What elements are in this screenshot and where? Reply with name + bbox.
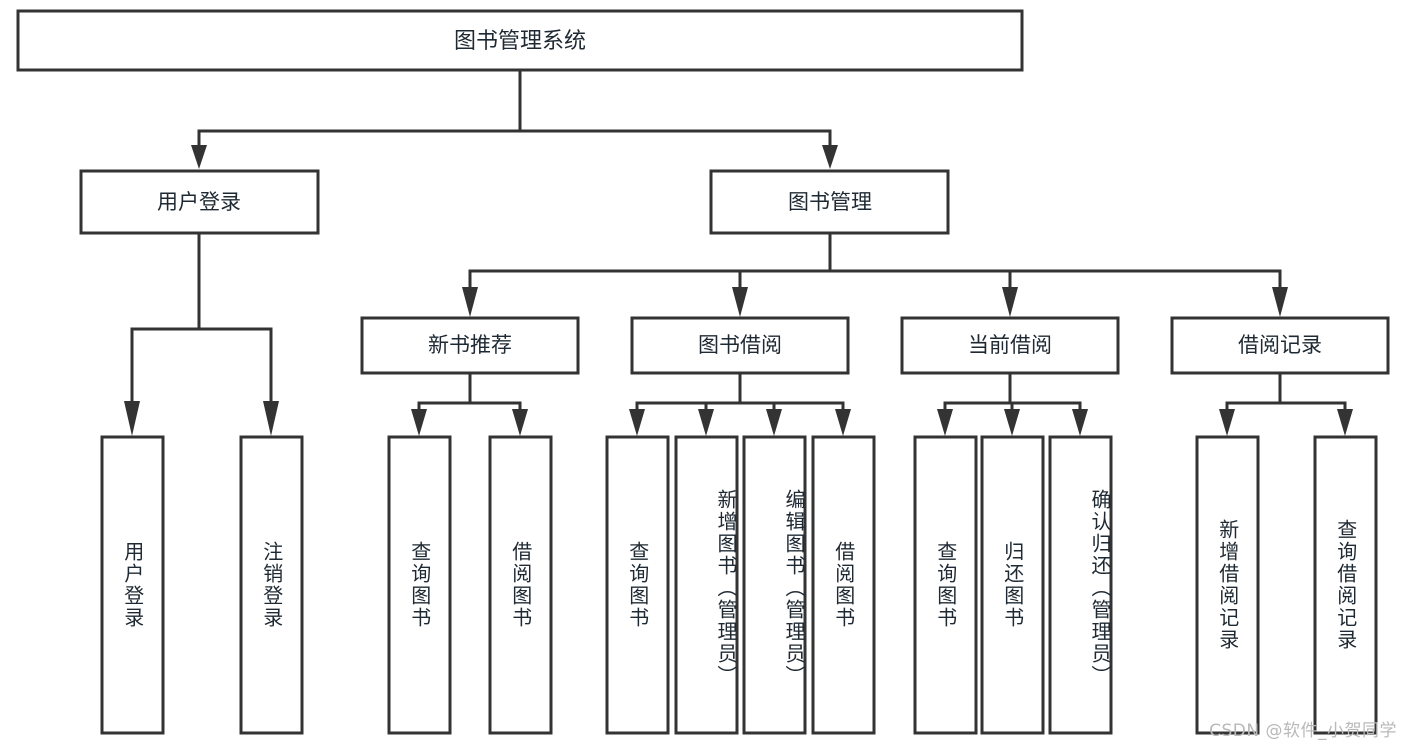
watermark-text: CSDN @软件_小贺同学 <box>1209 721 1397 741</box>
leaf-box-edit-book[interactable] <box>742 435 807 735</box>
node-borrow-record[interactable]: 借阅记录 <box>1170 316 1390 375</box>
node-book-borrow[interactable]: 图书借阅 <box>630 316 850 375</box>
arrowhead-newbook-c2 <box>512 409 528 436</box>
leaf-box-user-login[interactable] <box>100 435 165 735</box>
node-user-login[interactable]: 用户登录 <box>79 169 320 235</box>
arrowhead-currentborrow-c1 <box>937 409 953 436</box>
arrowhead-book-mgmt <box>822 145 838 169</box>
node-book-management-box[interactable] <box>709 169 950 235</box>
arrowhead-bookborrow-c4 <box>835 409 851 436</box>
arrowhead-leaf-user-login <box>124 401 140 436</box>
node-user-login-label: 用户登录 <box>157 190 241 214</box>
node-current-borrow[interactable]: 当前借阅 <box>900 316 1120 375</box>
arrowhead-borrow-record <box>1272 287 1288 317</box>
arrowhead-newbook-c1 <box>411 409 427 436</box>
node-book-management[interactable]: 图书管理 <box>709 169 950 235</box>
node-borrow-record-label: 借阅记录 <box>1238 333 1322 357</box>
arrowhead-borrowrecord-c1 <box>1219 409 1235 436</box>
leaf-box-confirm-return[interactable] <box>1048 435 1113 735</box>
node-borrow-record-box[interactable] <box>1170 316 1390 375</box>
leaf-box-return-book[interactable] <box>980 435 1045 735</box>
node-book-management-label: 图书管理 <box>788 190 872 214</box>
arrowhead-new-book <box>462 287 478 317</box>
leaf-box-add-borrow-record[interactable] <box>1195 435 1260 735</box>
node-new-book-recommend-box[interactable] <box>360 316 580 375</box>
arrowhead-currentborrow-c3 <box>1072 409 1088 436</box>
leaf-box-logout[interactable] <box>239 435 304 735</box>
node-user-login-box[interactable] <box>79 169 320 235</box>
arrowhead-borrowrecord-c2 <box>1337 409 1353 436</box>
leaf-boxes <box>100 435 1378 735</box>
arrowhead-book-borrow <box>732 287 748 317</box>
leaf-box-add-book[interactable] <box>674 435 739 735</box>
leaf-box-query-book-3[interactable] <box>913 435 978 735</box>
leaf-box-query-borrow-record[interactable] <box>1313 435 1378 735</box>
leaf-box-query-book-1[interactable] <box>387 435 452 735</box>
arrowhead-bookborrow-c3 <box>766 409 782 436</box>
connectors <box>124 68 1353 436</box>
arrowhead-current-borrow <box>1002 287 1018 317</box>
node-root[interactable]: 图书管理系统 <box>16 9 1024 72</box>
arrowhead-leaf-logout <box>263 401 279 436</box>
node-root-label: 图书管理系统 <box>454 29 586 54</box>
arrowhead-currentborrow-c2 <box>1004 409 1020 436</box>
arrowhead-bookborrow-c2 <box>698 409 714 436</box>
arrowhead-user-login <box>191 145 207 169</box>
leaf-box-borrow-book-1[interactable] <box>488 435 553 735</box>
leaf-box-borrow-book-2[interactable] <box>811 435 876 735</box>
node-current-borrow-label: 当前借阅 <box>968 333 1052 357</box>
node-book-borrow-box[interactable] <box>630 316 850 375</box>
node-root-box[interactable] <box>16 9 1024 72</box>
arrowhead-bookborrow-c1 <box>629 409 645 436</box>
node-book-borrow-label: 图书借阅 <box>698 333 782 357</box>
leaf-box-query-book-2[interactable] <box>605 435 670 735</box>
node-new-book-recommend[interactable]: 新书推荐 <box>360 316 580 375</box>
node-current-borrow-box[interactable] <box>900 316 1120 375</box>
node-new-book-recommend-label: 新书推荐 <box>428 333 512 357</box>
